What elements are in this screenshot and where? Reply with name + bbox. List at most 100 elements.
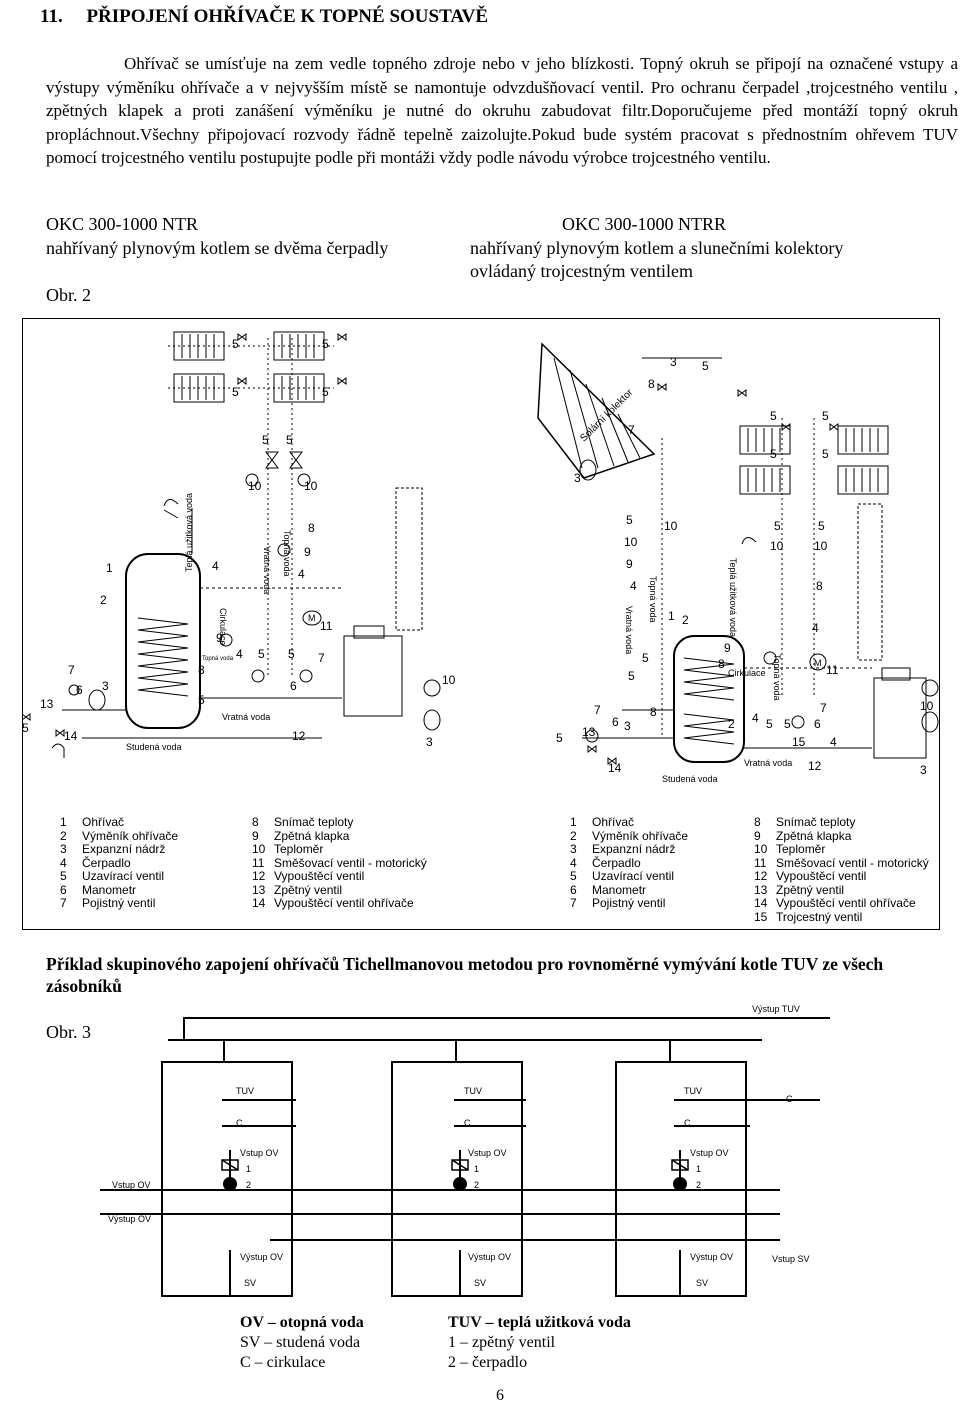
svg-text:5: 5 [822,409,829,423]
figure-2-label: Obr. 2 [46,285,91,305]
intro-paragraph: Ohřívač se umísťuje na zem vedle topného… [46,54,958,167]
svg-text:Teplá užitková voda: Teplá užitková voda [184,493,194,572]
svg-text:5: 5 [258,647,265,661]
svg-text:2: 2 [696,1180,701,1190]
legend-item: 13 Zpětný ventil [252,882,427,898]
svg-text:5: 5 [774,519,781,533]
legend-number: 10 [754,842,768,856]
shower-icon [163,499,179,507]
svg-text:10: 10 [664,519,678,533]
legend-text: Směšovací ventil - motorický [776,855,929,870]
svg-text:7: 7 [820,701,827,715]
legend-text: Zpětný ventil [274,882,343,897]
svg-text:5: 5 [818,519,825,533]
svg-text:8: 8 [650,705,657,719]
boiler-right [873,677,927,759]
svg-text:SV: SV [244,1278,256,1288]
svg-text:C: C [684,1118,691,1128]
svg-text:8: 8 [816,579,823,593]
svg-text:Vstup OV: Vstup OV [468,1148,507,1158]
legend-text: Manometr [82,882,137,897]
svg-text:Vratná voda: Vratná voda [262,546,272,594]
svg-text:TUV: TUV [464,1086,482,1096]
legend-number: 1 [60,815,67,829]
svg-text:3: 3 [670,355,677,369]
svg-text:Topná voda: Topná voda [772,654,782,701]
legend-text: Vypouštěcí ventil [274,869,365,883]
tank-1 [161,1061,293,1297]
right-model-title: OKC 300-1000 NTRR [562,214,727,234]
legend-text: Ohřívač [592,815,635,829]
svg-text:6: 6 [612,715,619,729]
solar-collector [537,342,656,479]
legend-number: 9 [754,828,761,843]
legend-number: 13 [252,882,266,897]
svg-text:8: 8 [308,521,315,535]
svg-text:2: 2 [728,717,735,731]
legend-number: 9 [252,828,259,843]
svg-text:5: 5 [288,647,295,661]
legend-number: 11 [754,855,767,870]
left-model-title: OKC 300-1000 NTR [46,214,198,234]
svg-text:5: 5 [22,721,29,735]
svg-text:4: 4 [830,735,837,749]
legend-number: 10 [252,842,266,856]
legend-text: Výměník ohřívače [592,828,689,843]
svg-text:2: 2 [100,593,107,607]
svg-text:Vratná voda: Vratná voda [222,712,270,722]
water-heater-tank [125,553,201,729]
svg-text:9: 9 [304,545,311,559]
svg-text:8: 8 [718,657,725,671]
legend-number: 2 [570,828,577,843]
legend-number: 4 [570,855,577,870]
svg-text:4: 4 [236,647,243,661]
key-left: OV – otopná voda SV – studená voda C – c… [240,1313,364,1373]
svg-text:10: 10 [624,535,638,549]
legend-number: 4 [60,855,67,870]
right-model-desc-1: nahřívaný plynovým kotlem a slunečními k… [470,238,844,258]
right-model-desc-2: ovládaný trojcestným ventilem [470,261,693,281]
key-two: 2 – čerpadlo [448,1354,528,1371]
svg-text:4: 4 [752,711,759,725]
key-one: 1 – zpětný ventil [448,1334,556,1351]
svg-text:C: C [464,1118,471,1128]
legend-text: Snímač teploty [274,815,354,829]
svg-text:2: 2 [474,1180,479,1190]
legend-text: Pojistný ventil [82,896,156,910]
legend-number: 14 [754,896,768,910]
svg-text:9: 9 [626,557,633,571]
legend-text: Expanzní nádrž [592,842,676,856]
svg-text:13: 13 [40,697,54,711]
left-model-desc: nahřívaný plynovým kotlem se dvěma čerpa… [46,238,389,258]
svg-text:Vstup OV: Vstup OV [112,1180,151,1190]
svg-text:10: 10 [920,699,934,713]
legend-number: 2 [60,828,67,843]
figure-3-caption: Příklad skupinového zapojení ohřívačů Ti… [46,954,884,996]
svg-text:1: 1 [106,561,113,575]
legend-text: Trojcestný ventil [776,909,863,924]
svg-text:Vstup OV: Vstup OV [690,1148,729,1158]
svg-text:Vratná voda: Vratná voda [624,606,634,654]
svg-text:Topná voda: Topná voda [648,576,658,623]
tuv-output-pipe [183,1017,830,1040]
legend-number: 5 [570,869,577,883]
svg-text:Topná voda: Topná voda [282,530,292,577]
svg-text:3: 3 [624,719,631,733]
svg-text:6: 6 [76,683,83,697]
legend-text: Pojistný ventil [592,896,666,910]
